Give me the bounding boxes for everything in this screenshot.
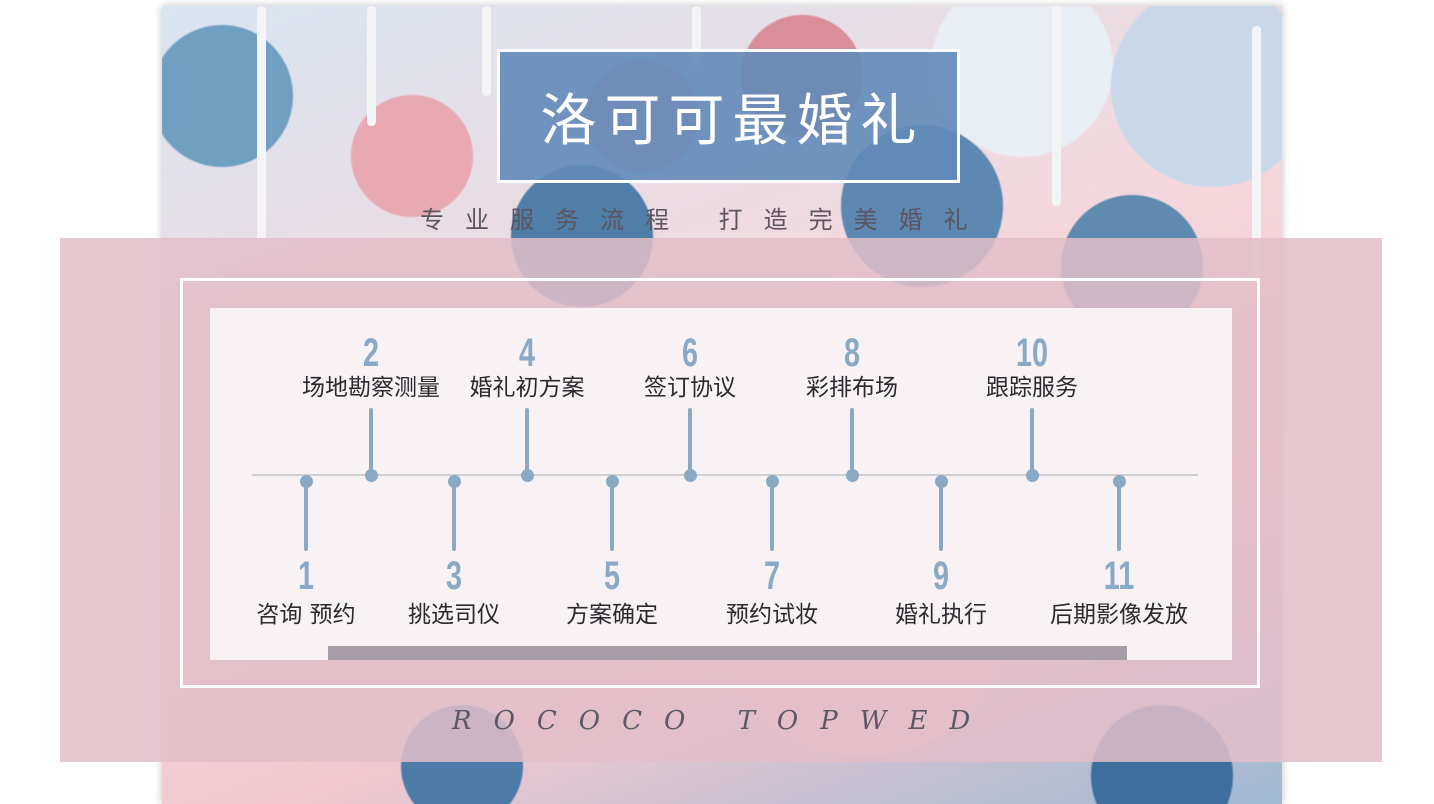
step-label: 彩排布场 — [806, 375, 898, 401]
cake-pop-stick — [1052, 6, 1061, 206]
timeline-dot — [447, 474, 461, 488]
timeline-stem — [610, 481, 614, 551]
timeline-stem — [525, 408, 529, 475]
timeline-stem — [1117, 481, 1121, 551]
timeline-dot — [1112, 474, 1126, 488]
step-number: 2 — [362, 331, 380, 375]
title-box: 洛可可最婚礼 — [497, 49, 960, 183]
timeline-stem — [1030, 408, 1034, 475]
timeline-stem — [850, 408, 854, 475]
panel-bottom-bar — [328, 646, 1127, 660]
timeline-dot — [683, 468, 697, 482]
timeline-dot — [1025, 468, 1039, 482]
timeline-panel — [210, 308, 1232, 660]
timeline-dot — [364, 468, 378, 482]
cake-pop-stick — [482, 6, 491, 96]
step-number: 6 — [681, 331, 699, 375]
subtitle: 专业服务流程 打造完美婚礼 — [420, 206, 989, 234]
timeline-stem — [770, 481, 774, 551]
page-title: 洛可可最婚礼 — [540, 88, 925, 154]
step-label: 跟踪服务 — [986, 375, 1078, 401]
timeline-axis — [252, 474, 1198, 476]
step-label: 方案确定 — [566, 602, 658, 628]
timeline-dot — [520, 468, 534, 482]
step-label: 咨询 预约 — [256, 602, 356, 628]
timeline-dot — [765, 474, 779, 488]
step-label: 预约试妆 — [726, 602, 818, 628]
cake-pop-stick — [257, 6, 266, 246]
step-number: 9 — [932, 554, 950, 598]
step-number: 10 — [1015, 331, 1049, 375]
step-number: 4 — [518, 331, 536, 375]
timeline-stem — [688, 408, 692, 475]
step-number: 7 — [763, 554, 781, 598]
step-number: 3 — [445, 554, 463, 598]
step-label: 婚礼执行 — [895, 602, 987, 628]
timeline-dot — [605, 474, 619, 488]
timeline-dot — [934, 474, 948, 488]
cake-pop-stick — [692, 6, 701, 66]
timeline-stem — [452, 481, 456, 551]
cake-pop-stick — [367, 6, 376, 126]
timeline-dot — [299, 474, 313, 488]
step-number: 5 — [603, 554, 621, 598]
step-number: 11 — [1103, 554, 1135, 598]
step-number: 8 — [843, 331, 861, 375]
footer-brand: ROCOCO TOPWED — [452, 706, 993, 736]
timeline-stem — [369, 408, 373, 475]
step-label: 挑选司仪 — [408, 602, 500, 628]
step-label: 签订协议 — [644, 375, 736, 401]
step-label: 后期影像发放 — [1050, 602, 1188, 628]
timeline-dot — [845, 468, 859, 482]
step-label: 婚礼初方案 — [469, 375, 585, 401]
cake-pop-stick — [1252, 26, 1261, 276]
step-label: 场地勘察测量 — [302, 375, 440, 401]
step-number: 1 — [297, 554, 315, 598]
outer-frame — [180, 278, 1260, 688]
timeline-stem — [304, 481, 308, 551]
timeline-stem — [939, 481, 943, 551]
